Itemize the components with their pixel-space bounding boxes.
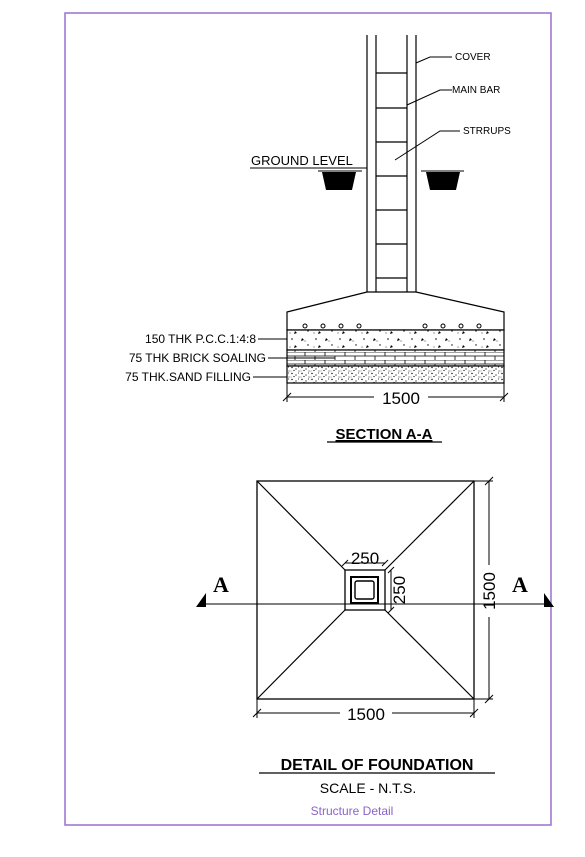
section-mark-right: A <box>512 572 528 597</box>
main-bar-label: MAIN BAR <box>452 85 500 96</box>
sand-filling-layer <box>286 365 505 384</box>
stirrups-label: STRRUPS <box>463 126 511 137</box>
footing-depth-value: 1500 <box>480 572 499 610</box>
stirrups <box>376 72 407 279</box>
cover-label: COVER <box>455 52 491 63</box>
column-depth-value: 250 <box>390 576 409 604</box>
footing-outline <box>256 480 475 700</box>
section-width-dimension <box>282 383 509 402</box>
column-depth-dimension <box>387 566 395 614</box>
footing-slope-lines <box>256 480 475 700</box>
footing-pedestal <box>286 291 505 331</box>
brick-soling-label: 75 THK BRICK SOALING <box>129 351 266 365</box>
sand-filling-label: 75 THK.SAND FILLING <box>125 370 251 384</box>
pcc-label: 150 THK P.C.C.1:4:8 <box>145 332 256 346</box>
footing-width-value: 1500 <box>347 705 385 724</box>
section-title: SECTION A-A <box>336 426 433 443</box>
column-width-dimension <box>341 559 389 567</box>
leader-lines <box>250 56 460 169</box>
plan-view: A A 250 250 1500 <box>196 476 554 724</box>
footing-width-dimension <box>252 699 479 718</box>
ground-level-marks <box>318 170 464 190</box>
layer-leaders <box>253 338 335 378</box>
caption: Structure Detail <box>311 804 394 818</box>
drawing-title: DETAIL OF FOUNDATION <box>281 757 474 774</box>
scale-note: SCALE - N.T.S. <box>320 780 416 796</box>
section-view: COVER MAIN BAR STRRUPS GROUND LEVEL 150 … <box>125 35 511 443</box>
pcc-layer <box>286 329 505 351</box>
section-arrow-right <box>544 593 554 607</box>
ground-level-label: GROUND LEVEL <box>251 153 353 168</box>
section-width-value: 1500 <box>382 389 420 408</box>
column-reinforcement <box>354 580 375 600</box>
column-width-value: 250 <box>351 549 379 568</box>
section-mark-left: A <box>213 572 229 597</box>
section-arrow-left <box>196 593 206 607</box>
drawing-frame <box>64 12 552 826</box>
footing-depth-dimension <box>474 476 494 704</box>
